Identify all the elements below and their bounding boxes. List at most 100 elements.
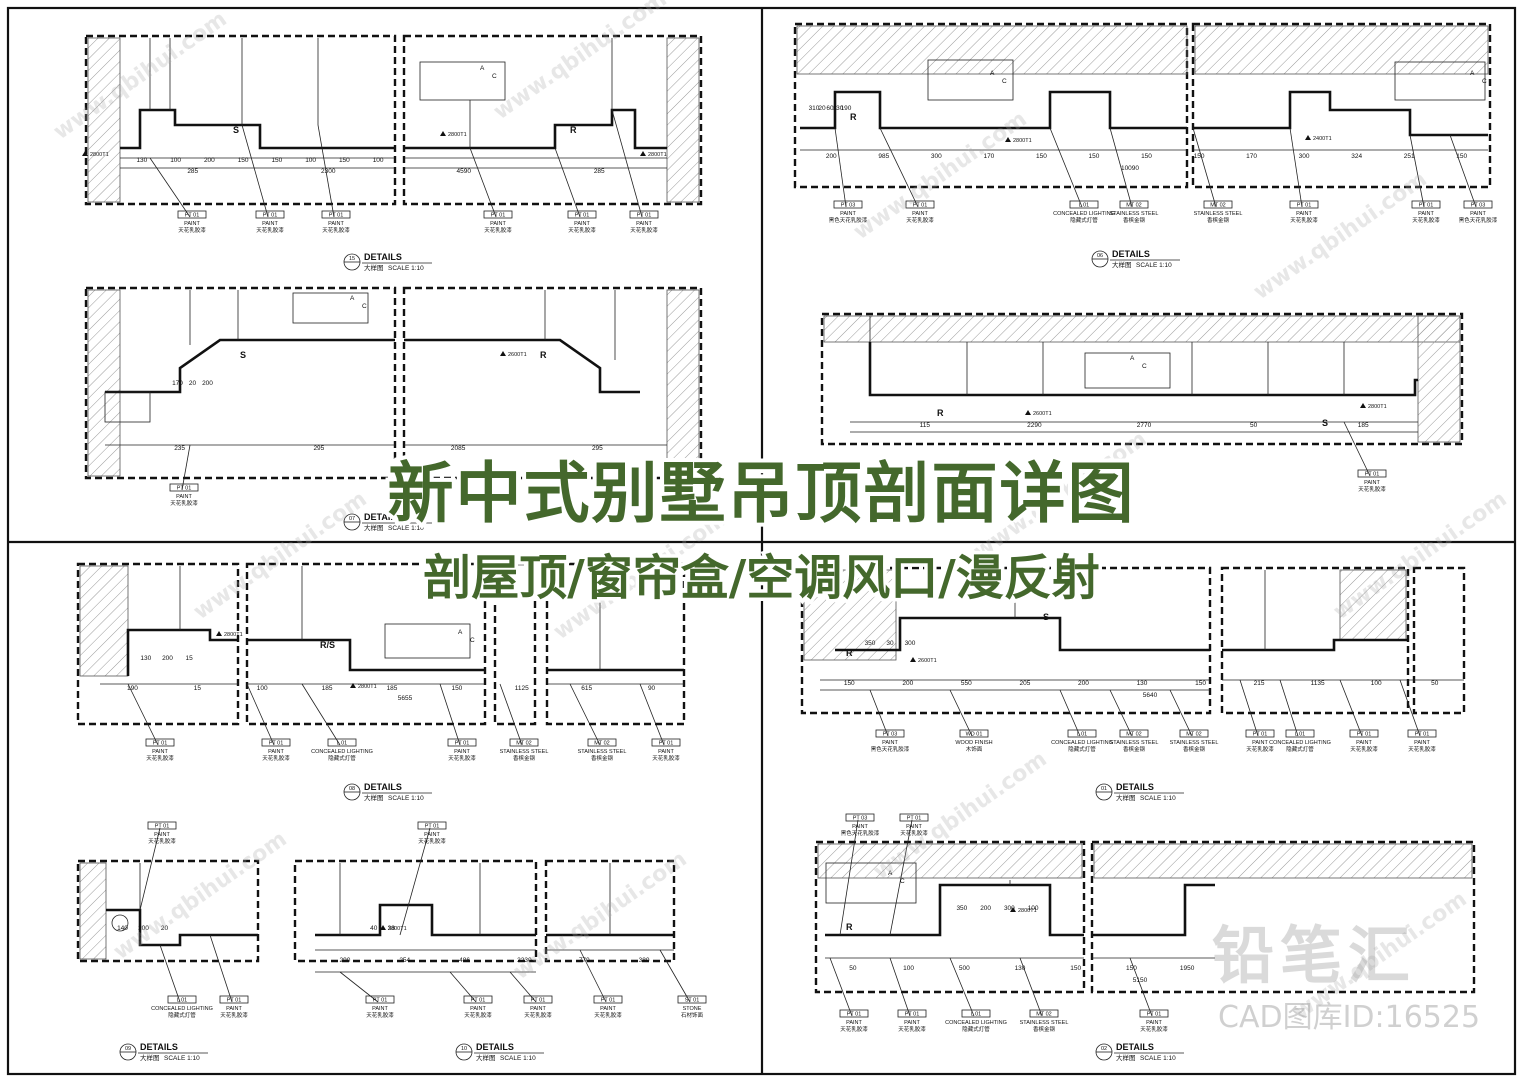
airflow-symbol: S: [240, 350, 246, 360]
details-scale: SCALE 1:10: [1140, 795, 1176, 802]
dim-detail-08-total: 5655: [398, 695, 413, 702]
level-triangle: [640, 151, 646, 156]
dim-detail-01: 1135: [1311, 680, 1325, 687]
level-triangle: [350, 683, 356, 688]
dim-detail-01: 205: [1019, 680, 1030, 687]
details-subtitle: 大样图: [1116, 1053, 1136, 1062]
dim-detail-curtain: 115: [920, 422, 931, 429]
tag-box: [483, 210, 513, 219]
dim-detail-curtain: 2770: [1137, 422, 1152, 429]
tag-name: PAINT: [840, 211, 856, 217]
tag-leader: [241, 124, 269, 218]
tag-cn: 天花乳胶漆: [630, 226, 658, 234]
tag-box: [523, 995, 553, 1004]
tag-box: [833, 200, 863, 209]
tag-cn: 隐藏式灯管: [168, 1011, 196, 1019]
dim-detail-09: 200: [138, 925, 149, 932]
tag-box: [177, 210, 207, 219]
tag-leader: [949, 957, 975, 1017]
airflow-symbol: S: [233, 125, 239, 135]
dim-detail-10: 254: [399, 957, 410, 964]
tag-leader: [209, 934, 233, 1003]
tag-name: CONCEALED LIGHTING: [1269, 740, 1331, 746]
detail-number: 10: [461, 1046, 467, 1052]
tag-name: PAINT: [268, 749, 284, 755]
tag-cn: 石材饰面: [681, 1011, 704, 1019]
dim-detail-15: 150: [271, 157, 282, 164]
tag-box: [1067, 729, 1097, 738]
details-label: DETAILS: [1116, 782, 1154, 792]
dim-detail-10-section: 38: [388, 925, 396, 932]
tag-name: PAINT: [1470, 211, 1486, 217]
detail-01: [800, 566, 1466, 715]
dim-detail-15: 150: [339, 157, 350, 164]
tag-leader: [509, 971, 537, 1003]
dim-detail-01-section: 30: [886, 640, 894, 647]
tag-leader: [301, 683, 341, 746]
details-subtitle: 大样图: [1116, 793, 1136, 802]
tag-leader: [317, 124, 335, 218]
legend-a: A: [990, 70, 995, 77]
tag-leader: [127, 683, 159, 746]
tag-leader: [449, 971, 477, 1003]
tag-name: PAINT: [1252, 740, 1268, 746]
tag-cn: 天花乳胶漆: [256, 226, 284, 234]
dim-detail-01: 130: [1137, 680, 1148, 687]
tag-name: CONCEALED LIGHTING: [311, 749, 373, 755]
tag-box: [1349, 729, 1379, 738]
tag-code: PT 01: [531, 998, 546, 1004]
legend-c: C: [1482, 78, 1487, 85]
tag-box: [875, 729, 905, 738]
dim-detail-02: 50: [849, 965, 857, 972]
tag-name: PAINT: [262, 221, 278, 227]
tag-box: [651, 738, 681, 747]
tag-cn: 天花乳胶漆: [1412, 216, 1440, 224]
tag-name: PAINT: [846, 1020, 862, 1026]
tag-box: [629, 210, 659, 219]
tag-leader: [1109, 127, 1133, 208]
tag-code: MT 02: [516, 741, 532, 747]
tag-cn: 隐藏式灯管: [1286, 745, 1314, 753]
tag-box: [567, 210, 597, 219]
legend-c: C: [900, 878, 905, 885]
tag-leader: [469, 147, 497, 218]
tag-box: [1245, 729, 1275, 738]
watermark-brand: 铅笔汇: [1212, 919, 1417, 992]
watermark-url: www.qbihui.com: [489, 0, 671, 125]
level-mark: 2800T1: [90, 152, 109, 158]
tag-code: PT 01: [601, 998, 616, 1004]
level-triangle: [500, 351, 506, 356]
tag-name: PAINT: [470, 1006, 486, 1012]
detail-number: 08: [349, 786, 355, 792]
tag-name: STONE: [683, 1006, 702, 1012]
tag-name: PAINT: [1356, 740, 1372, 746]
tag-name: PAINT: [490, 221, 506, 227]
dim-detail-01: 150: [844, 680, 855, 687]
tag-name: PAINT: [176, 494, 192, 500]
tag-leader: [1129, 957, 1153, 1017]
dim-detail-07-section: 20: [189, 380, 197, 387]
dim-detail-10: 770: [579, 957, 590, 964]
tag-box: [447, 738, 477, 747]
tag-cn: 天花乳胶漆: [148, 837, 176, 845]
tag-name: PAINT: [1418, 211, 1434, 217]
dim-detail-08: 15: [194, 685, 202, 692]
tag-name: WOOD FINISH: [955, 740, 992, 746]
tag-cn: 黑色天花乳胶漆: [1459, 216, 1498, 224]
dim-detail-08: 100: [257, 685, 268, 692]
dim-detail-02: 150: [1070, 965, 1081, 972]
tag-leader: [1169, 689, 1193, 737]
tag-name: PAINT: [852, 824, 868, 830]
tag-code: PT 01: [575, 213, 590, 219]
dim-detail-07: 235: [174, 445, 185, 452]
legend-a: A: [888, 870, 893, 877]
dim-detail-01: 215: [1254, 680, 1265, 687]
tag-leader: [889, 819, 913, 936]
tag-leader: [579, 949, 607, 1003]
tag-box: [1285, 729, 1315, 738]
level-triangle: [1305, 135, 1311, 140]
page-subtitle: 剖屋顶/窗帘盒/空调风口/漫反射: [420, 547, 1104, 610]
tag-box: [587, 738, 617, 747]
tag-code: PT 01: [177, 486, 192, 492]
